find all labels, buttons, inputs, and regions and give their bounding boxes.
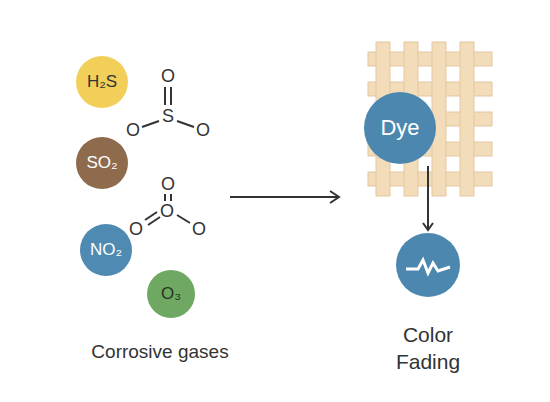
atom-label: O xyxy=(129,219,143,240)
fading-icon-node: Color Fading xyxy=(380,233,476,376)
fading-zigzag xyxy=(406,260,450,273)
spacer xyxy=(380,297,476,321)
atom-label: O xyxy=(160,201,174,222)
fabric-weave-over xyxy=(433,53,473,185)
atom-label: S xyxy=(162,106,174,127)
node-label: H₂S xyxy=(87,73,117,92)
gas-circle: H₂S xyxy=(76,56,128,108)
atom-label: O xyxy=(161,174,175,195)
dye-circle: Dye xyxy=(364,92,436,164)
flow-arrow xyxy=(230,191,339,203)
atom-label: O xyxy=(126,120,140,141)
gas-circle: SO₂ xyxy=(76,137,128,189)
node-label: SO₂ xyxy=(86,154,117,173)
atom-label: O xyxy=(161,66,175,87)
icon-circle xyxy=(396,233,460,297)
atom-label: O xyxy=(192,219,206,240)
flow-connector xyxy=(427,166,429,230)
node-label: O₃ xyxy=(161,285,181,304)
atom-label: O xyxy=(196,120,210,141)
molecule-bonds xyxy=(142,87,194,225)
node-label: Dye xyxy=(380,116,419,140)
node-label: NO₂ xyxy=(90,241,122,260)
gas-circle: O₃ xyxy=(147,270,195,318)
gas-circle: NO₂ xyxy=(80,224,132,276)
node-heading: Color Fading xyxy=(393,321,463,376)
group-caption: Corrosive gases xyxy=(91,341,228,363)
fading-icon xyxy=(396,233,460,297)
